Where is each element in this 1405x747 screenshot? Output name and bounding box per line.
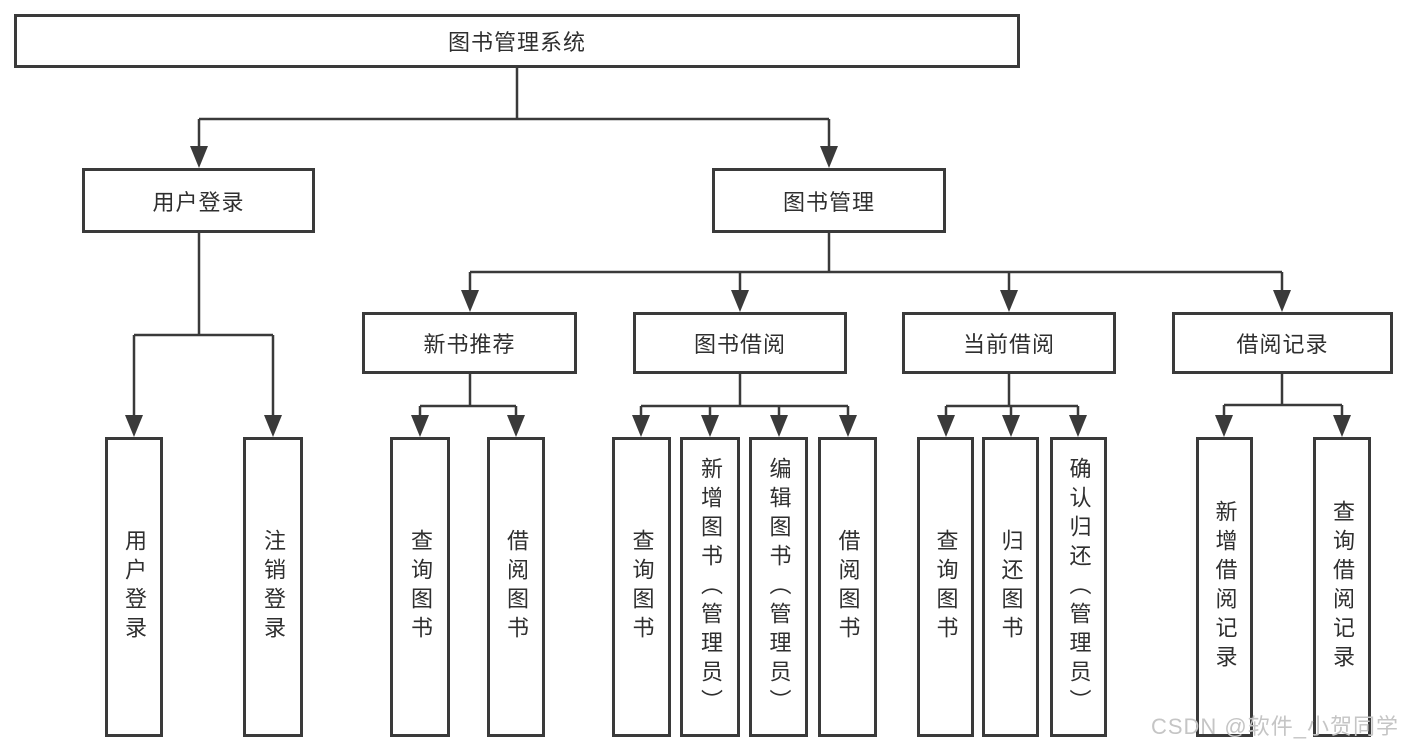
- leaf-borrow-query-books: 查询图书: [612, 437, 671, 737]
- node-new-book-recommend: 新书推荐: [362, 312, 577, 374]
- leaf-add-books-admin: 新增图书（管理员）: [680, 437, 740, 737]
- connector-records-children: [1222, 374, 1344, 417]
- arrowheads-records-children: [1215, 415, 1351, 437]
- node-current-borrow-label: 当前借阅: [962, 332, 1055, 357]
- leaf-borrow-books-label: 借阅图书: [835, 529, 861, 645]
- leaf-logout: 注销登录: [243, 437, 303, 737]
- leaf-logout-label: 注销登录: [261, 529, 286, 645]
- leaf-recommend-borrow-books-label: 借阅图书: [504, 529, 529, 645]
- leaf-recommend-borrow-books: 借阅图书: [487, 437, 545, 737]
- connector-borrow-children: [639, 374, 850, 417]
- node-book-management: 图书管理: [712, 168, 946, 233]
- node-borrow-records: 借阅记录: [1172, 312, 1393, 374]
- leaf-current-query-books: 查询图书: [917, 437, 974, 737]
- leaf-borrow-query-books-label: 查询图书: [629, 529, 655, 645]
- arrowheads-borrow-children: [632, 415, 857, 437]
- arrowheads-recommend-children: [411, 415, 525, 437]
- leaf-add-books-admin-label: 新增图书（管理员）: [698, 456, 723, 718]
- leaf-user-login: 用户登录: [105, 437, 163, 737]
- leaf-edit-books-admin: 编辑图书（管理员）: [749, 437, 808, 737]
- node-current-borrow: 当前借阅: [902, 312, 1116, 374]
- node-user-login-label: 用户登录: [152, 189, 245, 215]
- node-borrow-records-label: 借阅记录: [1236, 332, 1329, 357]
- leaf-confirm-return-admin: 确认归还（管理员）: [1050, 437, 1107, 737]
- connector-user-login-children: [132, 233, 275, 417]
- node-new-book-recommend-label: 新书推荐: [423, 332, 516, 357]
- arrowheads-user-login-children: [125, 415, 282, 437]
- connector-recommend-children: [418, 374, 518, 417]
- leaf-return-books: 归还图书: [982, 437, 1039, 737]
- node-book-management-label: 图书管理: [782, 189, 875, 215]
- leaf-user-login-label: 用户登录: [122, 529, 147, 645]
- leaf-add-borrow-record-label: 新增借阅记录: [1212, 500, 1238, 674]
- leaf-recommend-query-books: 查询图书: [390, 437, 450, 737]
- leaf-current-query-books-label: 查询图书: [933, 529, 959, 645]
- leaf-add-borrow-record: 新增借阅记录: [1196, 437, 1253, 737]
- arrowheads-level2: [190, 146, 838, 168]
- node-book-borrow: 图书借阅: [633, 312, 847, 374]
- node-user-login: 用户登录: [82, 168, 315, 233]
- connector-book-mgmt-to-level3: [468, 233, 1284, 292]
- leaf-confirm-return-admin-label: 确认归还（管理员）: [1066, 456, 1092, 718]
- leaf-return-books-label: 归还图书: [998, 529, 1024, 645]
- node-root: 图书管理系统: [14, 14, 1020, 68]
- connector-current-children: [944, 374, 1080, 417]
- node-book-borrow-label: 图书借阅: [693, 332, 786, 357]
- arrowheads-level3: [461, 290, 1291, 312]
- leaf-borrow-books: 借阅图书: [818, 437, 877, 737]
- leaf-query-borrow-record: 查询借阅记录: [1313, 437, 1371, 737]
- leaf-query-borrow-record-label: 查询借阅记录: [1330, 500, 1355, 674]
- leaf-recommend-query-books-label: 查询图书: [408, 529, 433, 645]
- arrowheads-current-children: [937, 415, 1087, 437]
- node-root-label: 图书管理系统: [447, 30, 586, 55]
- connector-root-to-level2: [197, 68, 831, 148]
- csdn-watermark: CSDN @软件_小贺同学: [1150, 714, 1399, 739]
- leaf-edit-books-admin-label: 编辑图书（管理员）: [766, 456, 792, 718]
